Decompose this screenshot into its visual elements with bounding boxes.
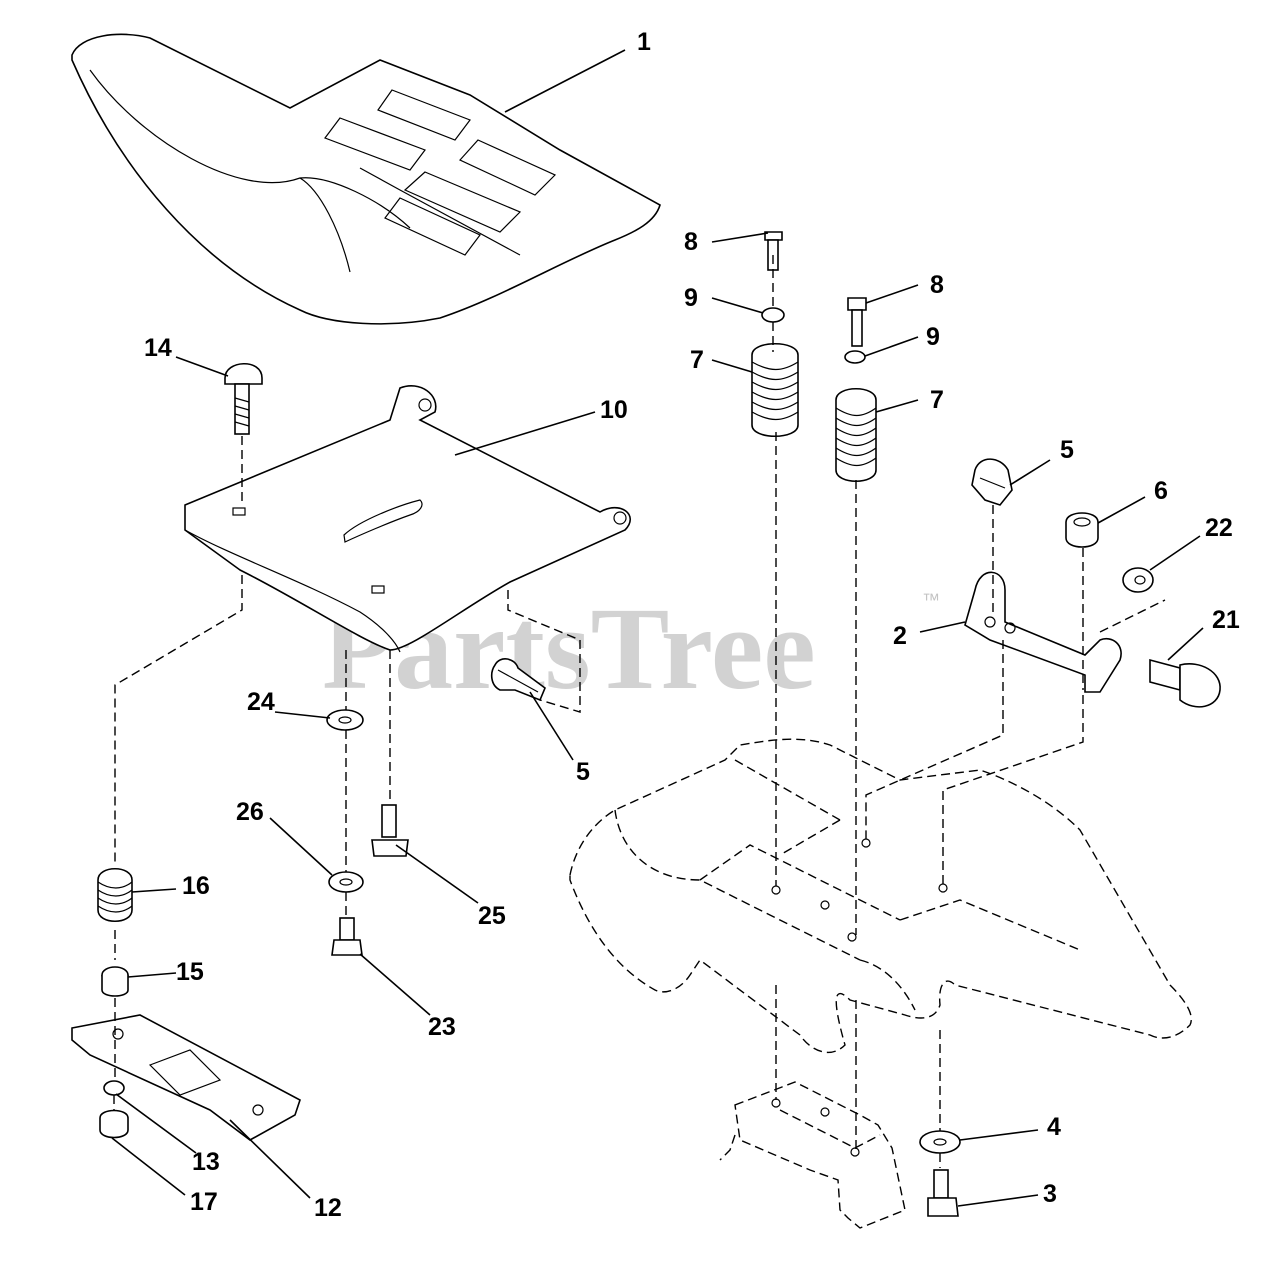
part-shoulder-bolt bbox=[371, 804, 409, 857]
part-hex-bolt-23 bbox=[331, 917, 363, 956]
callout-22: 22 bbox=[1205, 514, 1233, 542]
part-fender-frame bbox=[569, 738, 1192, 1054]
part-spring-7a bbox=[751, 343, 799, 437]
callout-15: 15 bbox=[176, 958, 204, 986]
part-washer-4 bbox=[919, 1130, 961, 1154]
callout-25: 25 bbox=[478, 902, 506, 930]
callout-8a: 8 bbox=[684, 228, 698, 256]
callout-9b: 9 bbox=[926, 323, 940, 351]
part-spring-7b bbox=[835, 388, 877, 482]
alignment-lines bbox=[113, 255, 1166, 1168]
callout-4: 4 bbox=[1047, 1113, 1061, 1141]
callout-16: 16 bbox=[182, 872, 210, 900]
part-bushing-22 bbox=[1122, 567, 1154, 593]
part-bushing bbox=[101, 966, 129, 997]
part-nut-17 bbox=[99, 1109, 129, 1139]
callout-7a: 7 bbox=[690, 346, 704, 374]
callout-8b: 8 bbox=[930, 271, 944, 299]
leader-lines bbox=[111, 49, 1204, 1207]
callout-2: 2 bbox=[893, 622, 907, 650]
callout-9a: 9 bbox=[684, 284, 698, 312]
part-seat-pan bbox=[184, 385, 631, 653]
callout-5b: 5 bbox=[576, 758, 590, 786]
callout-1: 1 bbox=[637, 28, 651, 56]
part-knob-bolt bbox=[1149, 658, 1221, 708]
part-clip-right bbox=[971, 458, 1013, 506]
part-bolt-8a bbox=[764, 231, 783, 271]
callout-14: 14 bbox=[144, 334, 172, 362]
callout-23: 23 bbox=[428, 1013, 456, 1041]
callout-17: 17 bbox=[190, 1188, 218, 1216]
callout-26: 26 bbox=[236, 798, 264, 826]
part-bolt-8b bbox=[847, 297, 867, 347]
callout-10: 10 bbox=[600, 396, 628, 424]
callout-21: 21 bbox=[1212, 606, 1240, 634]
callout-labels: 1 8 9 7 8 9 7 14 10 5 6 22 2 21 24 5 26 … bbox=[144, 28, 1240, 1222]
part-washer-26 bbox=[328, 871, 364, 893]
part-washer-24 bbox=[326, 709, 364, 731]
callout-5a: 5 bbox=[1060, 436, 1074, 464]
callout-3: 3 bbox=[1043, 1180, 1057, 1208]
part-nut-6 bbox=[1065, 512, 1099, 548]
callout-24: 24 bbox=[247, 688, 275, 716]
watermark-trademark: ™ bbox=[922, 590, 940, 610]
part-seat bbox=[71, 33, 661, 325]
part-washer-9a bbox=[761, 307, 785, 323]
part-lower-bracket bbox=[719, 1081, 906, 1229]
part-spring-16 bbox=[97, 867, 133, 923]
callout-7b: 7 bbox=[930, 386, 944, 414]
part-bracket-2 bbox=[964, 571, 1122, 693]
part-bolt-3 bbox=[927, 1169, 959, 1217]
part-carriage-bolt bbox=[224, 363, 263, 435]
callout-12: 12 bbox=[314, 1194, 342, 1222]
callout-13: 13 bbox=[192, 1148, 220, 1176]
callout-6: 6 bbox=[1154, 477, 1168, 505]
part-nut-13 bbox=[103, 1080, 125, 1096]
part-washer-9b bbox=[844, 350, 866, 364]
